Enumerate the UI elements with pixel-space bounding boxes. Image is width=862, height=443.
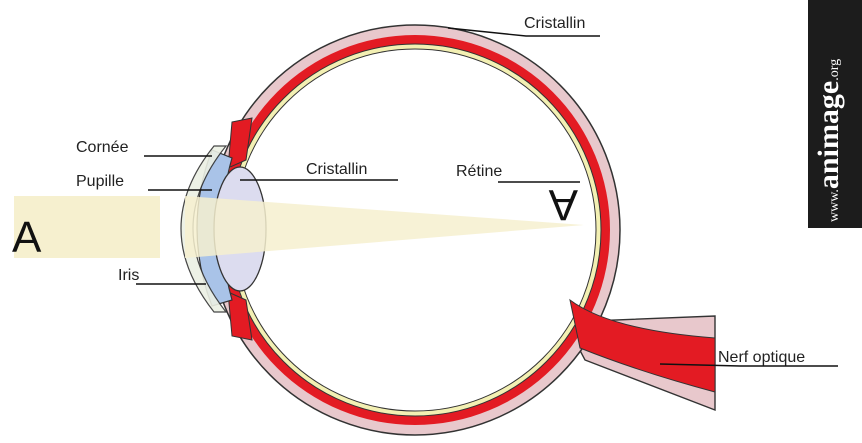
watermark-logo: www.animage.org (808, 0, 862, 228)
label-cristallin-lens: Cristallin (306, 161, 367, 178)
watermark-prefix: www. (827, 189, 842, 222)
object-letter: A (12, 213, 42, 262)
watermark-brand: animage (812, 81, 845, 189)
label-iris: Iris (118, 267, 139, 284)
label-retine: Rétine (456, 163, 502, 180)
label-cristallin-top: Cristallin (524, 15, 585, 32)
image-letter: A (548, 180, 578, 229)
label-pupille: Pupille (76, 173, 124, 190)
watermark-suffix: .org (827, 59, 842, 81)
label-cornee: Cornée (76, 139, 129, 156)
label-nerf-optique: Nerf optique (718, 349, 805, 366)
